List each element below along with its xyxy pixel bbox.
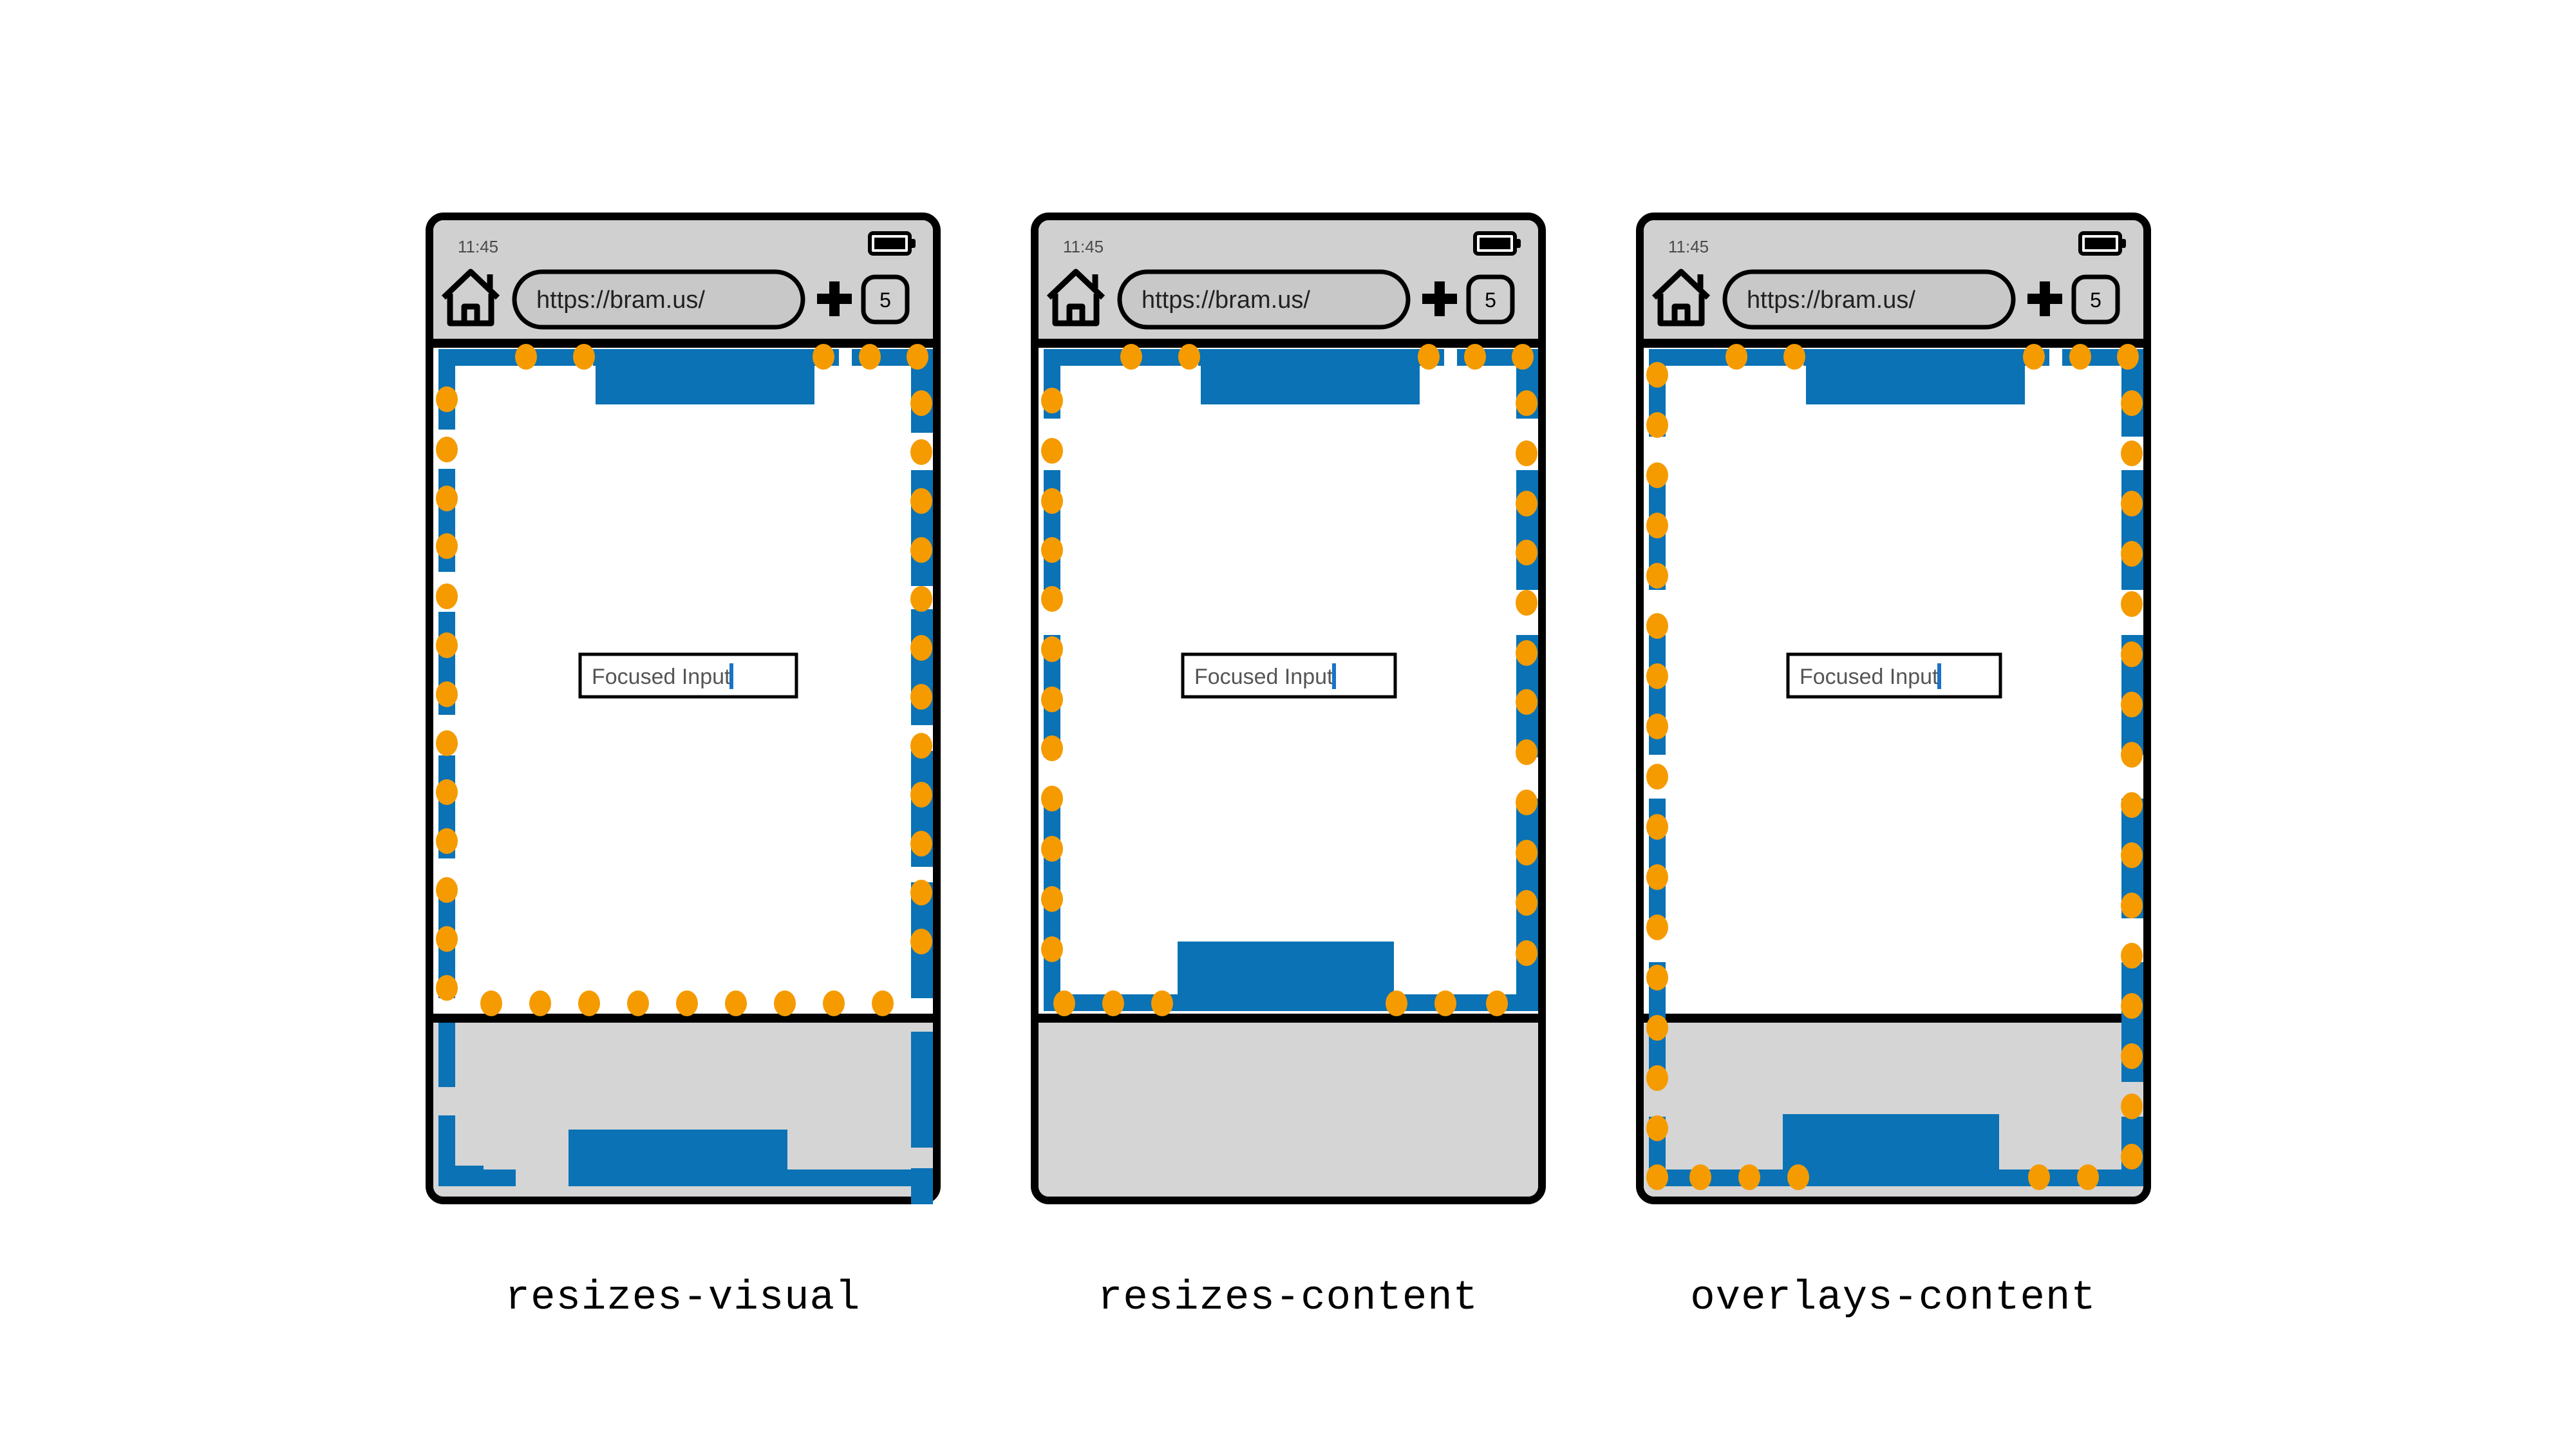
phone-label-overlays-content: overlays-content bbox=[1690, 1275, 2096, 1321]
battery-full-icon bbox=[2078, 231, 2126, 256]
focused-input-value: Focused Input bbox=[1800, 665, 1939, 689]
url-bar[interactable]: https://bram.us/ bbox=[1117, 269, 1410, 330]
url-text: https://bram.us/ bbox=[536, 287, 705, 314]
home-icon[interactable] bbox=[1046, 269, 1105, 327]
chrome-bottom-divider bbox=[1643, 339, 2143, 348]
phone-figure-resizes-visual: 11:45 bbox=[425, 213, 941, 1204]
text-caret bbox=[1331, 663, 1336, 689]
focused-input-value: Focused Input bbox=[1194, 665, 1333, 689]
phone-illustration: 11:45 https://bram.us/ bbox=[1030, 213, 1546, 1204]
chrome-bottom-divider bbox=[433, 339, 933, 348]
plus-icon[interactable] bbox=[2027, 281, 2062, 316]
focused-input-value: Focused Input bbox=[592, 665, 731, 689]
focused-input-field[interactable]: Focused Input bbox=[1786, 652, 2002, 699]
phone-panel-resizes-visual: 11:45 bbox=[413, 213, 954, 1321]
chrome-bottom-divider bbox=[1038, 339, 1538, 348]
url-text: https://bram.us/ bbox=[1747, 287, 1915, 314]
tab-count-button[interactable]: 5 bbox=[1466, 274, 1514, 325]
battery-full-icon bbox=[1472, 231, 1521, 256]
url-bar[interactable]: https://bram.us/ bbox=[512, 269, 805, 330]
phone-figure-resizes-content: 11:45 https://bram.us/ bbox=[1030, 213, 1546, 1204]
tab-count-label: 5 bbox=[879, 289, 891, 312]
phone-figure-overlays-content: 11:45 https://bram.us/ bbox=[1635, 213, 2151, 1204]
tab-count-label: 5 bbox=[2090, 289, 2101, 312]
tab-count-button[interactable]: 5 bbox=[861, 274, 909, 325]
status-bar-time: 11:45 bbox=[1668, 237, 1709, 256]
tab-count-label: 5 bbox=[1485, 289, 1496, 312]
phone-illustration: 11:45 bbox=[425, 213, 941, 1204]
home-icon[interactable] bbox=[441, 269, 500, 327]
text-caret bbox=[729, 663, 733, 689]
phone-illustration: 11:45 https://bram.us/ bbox=[1635, 213, 2151, 1204]
phone-panel-resizes-content: 11:45 https://bram.us/ bbox=[1018, 213, 1559, 1321]
plus-icon[interactable] bbox=[1422, 281, 1457, 316]
focused-input-field[interactable]: Focused Input bbox=[578, 652, 798, 699]
phone-label-resizes-content: resizes-content bbox=[1097, 1275, 1479, 1321]
visual-viewport-markers bbox=[1646, 344, 2143, 1190]
status-bar-time: 11:45 bbox=[458, 237, 498, 256]
url-text: https://bram.us/ bbox=[1142, 287, 1310, 314]
keyboard-top-divider bbox=[433, 1014, 933, 1023]
focused-input-field[interactable]: Focused Input bbox=[1181, 652, 1396, 699]
status-bar-time: 11:45 bbox=[1063, 237, 1104, 256]
phone-label-resizes-visual: resizes-visual bbox=[505, 1275, 861, 1321]
tab-count-button[interactable]: 5 bbox=[2071, 274, 2120, 325]
phone-panel-row: 11:45 bbox=[0, 213, 2576, 1321]
virtual-keyboard[interactable] bbox=[1643, 1021, 2143, 1197]
visual-viewport-markers bbox=[435, 344, 932, 1016]
plus-icon[interactable] bbox=[816, 281, 852, 316]
home-icon[interactable] bbox=[1651, 269, 1710, 327]
keyboard-top-divider bbox=[1643, 1014, 2143, 1023]
battery-full-icon bbox=[867, 231, 916, 256]
visual-viewport-markers bbox=[1040, 344, 1537, 1016]
url-bar[interactable]: https://bram.us/ bbox=[1722, 269, 2015, 330]
virtual-keyboard[interactable] bbox=[1038, 1021, 1538, 1197]
text-caret bbox=[1937, 663, 1941, 689]
phone-panel-overlays-content: 11:45 https://bram.us/ bbox=[1623, 213, 2164, 1321]
virtual-keyboard[interactable] bbox=[433, 1021, 933, 1197]
